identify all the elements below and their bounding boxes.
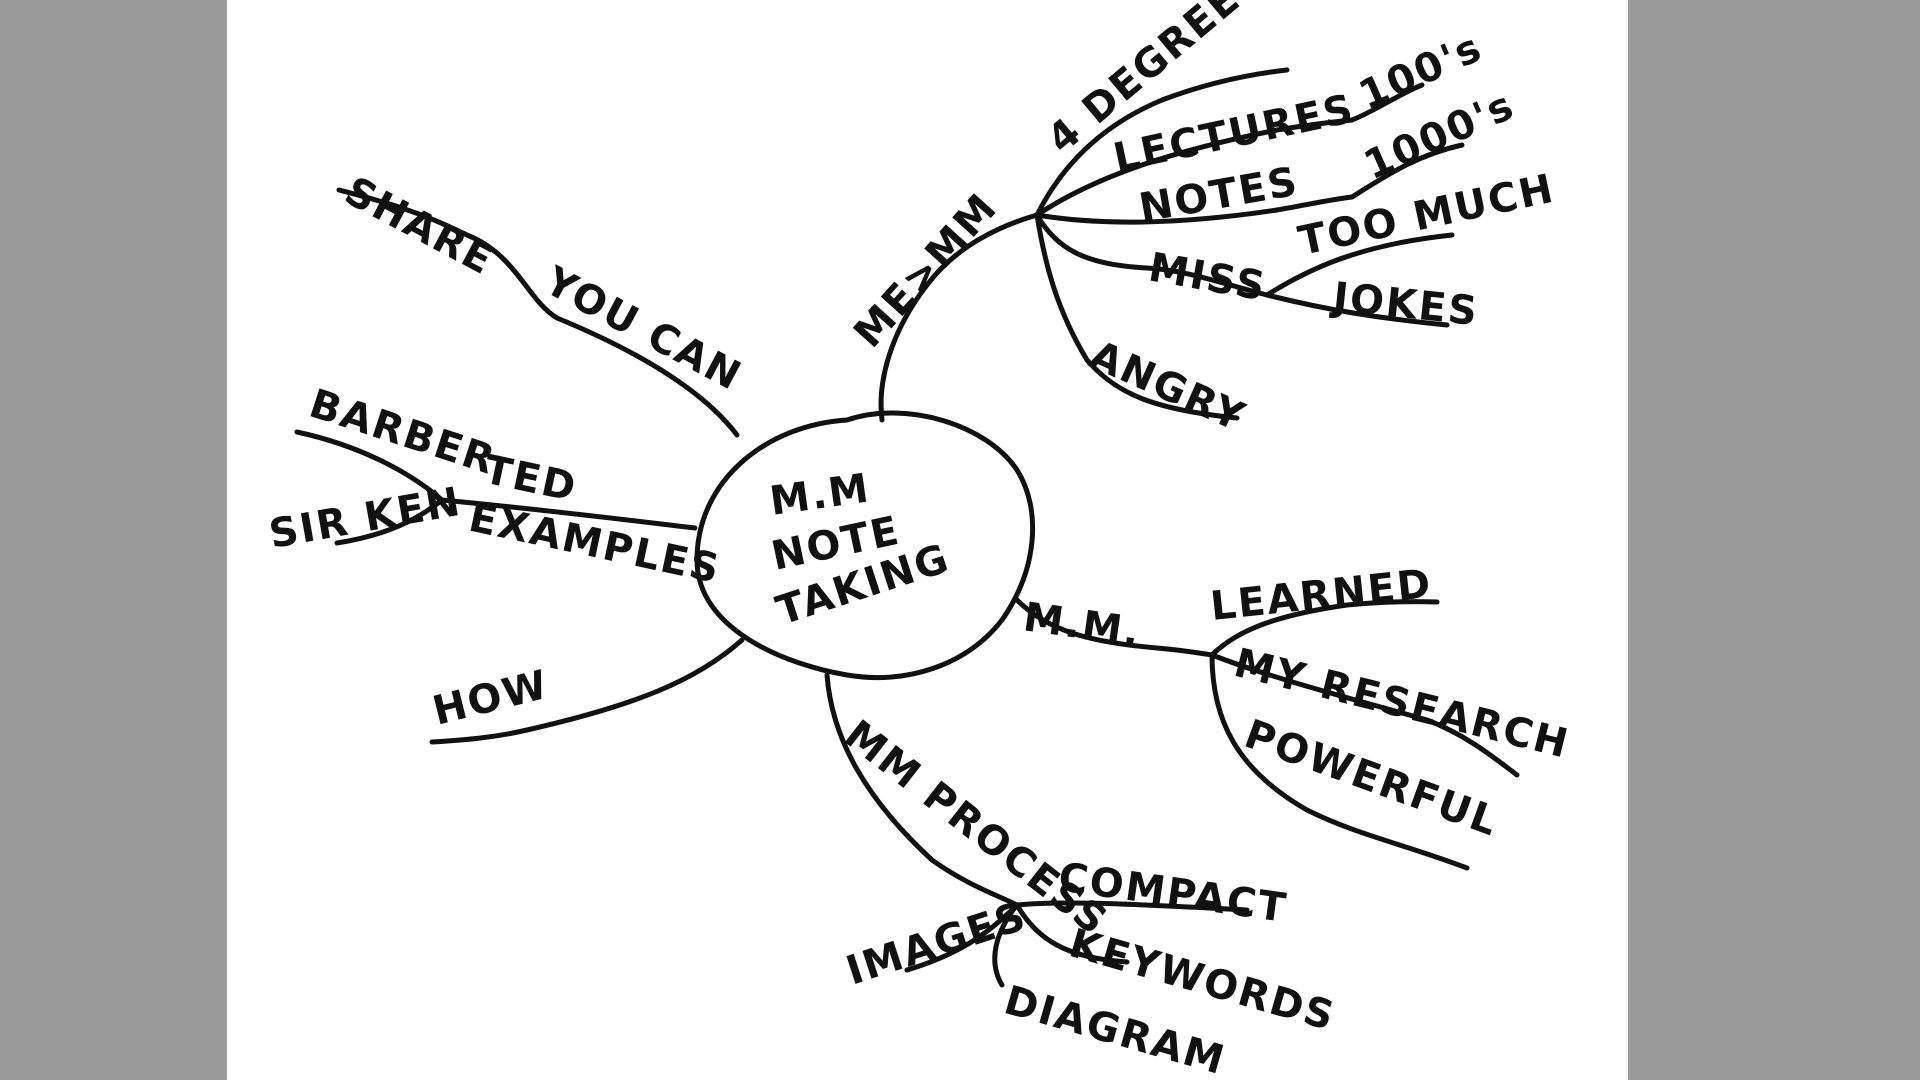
branch-ted-sublabel: EXAMPLES [465, 495, 725, 593]
branch-lectures-line [1034, 117, 1355, 218]
branch-compact-line [1014, 900, 1250, 913]
branch-toomuch-line [1264, 232, 1455, 298]
branch-keywords-line [1014, 902, 1130, 965]
branch-angry-label: ANGRY [1083, 332, 1252, 441]
branch-sirken-label: SIR KEN [266, 479, 465, 558]
branch-share-line [336, 187, 740, 438]
branch-memm-label: ME>MM [845, 185, 1006, 357]
branch-4degrees-line [1034, 67, 1290, 218]
branch-mm-label: M.M. [1021, 594, 1144, 656]
branch-ted-line [439, 497, 698, 531]
branch-miss-label: MISS [1145, 245, 1270, 311]
mind-map: M.M NOTE TAKING SHARE YOU CAN TED EXAMPL… [266, 0, 1574, 1080]
branch-toomuch-label: TOO MUCH [1295, 166, 1559, 265]
branch-angry-line [1034, 212, 1240, 421]
branch-barber-line [294, 429, 445, 503]
branch-learned-line [1209, 599, 1440, 658]
branch-lectures-label: LECTURES [1110, 86, 1359, 182]
branch-jokes-label: JOKES [1328, 274, 1481, 335]
branch-share-label: SHARE [337, 168, 501, 284]
branch-powerful-line [1209, 652, 1470, 871]
paper-sheet: M.M NOTE TAKING SHARE YOU CAN TED EXAMPL… [227, 0, 1628, 1080]
branch-process-line [824, 672, 1020, 908]
branch-miss-line [1034, 212, 1270, 298]
branch-images-line [904, 902, 1020, 973]
branch-research-line [1209, 652, 1520, 778]
branch-images-label: IMAGES [841, 893, 1033, 994]
branch-jokes-line [1264, 292, 1450, 328]
branch-how-label: HOW [428, 662, 553, 735]
branch-100s-line [1349, 82, 1425, 123]
branch-learned-label: LEARNED [1208, 561, 1434, 630]
branch-barber-label: BARBER [304, 381, 502, 484]
branch-1000s-line [1349, 142, 1465, 200]
branch-memm-line [878, 212, 1040, 423]
branch-sirken-line [334, 497, 445, 546]
branch-share-sublabel: YOU CAN [536, 258, 749, 400]
branch-mm-line [1014, 597, 1215, 658]
branch-how-line [429, 637, 745, 745]
center-circle [694, 410, 1036, 680]
branch-notes-line [1034, 194, 1355, 225]
